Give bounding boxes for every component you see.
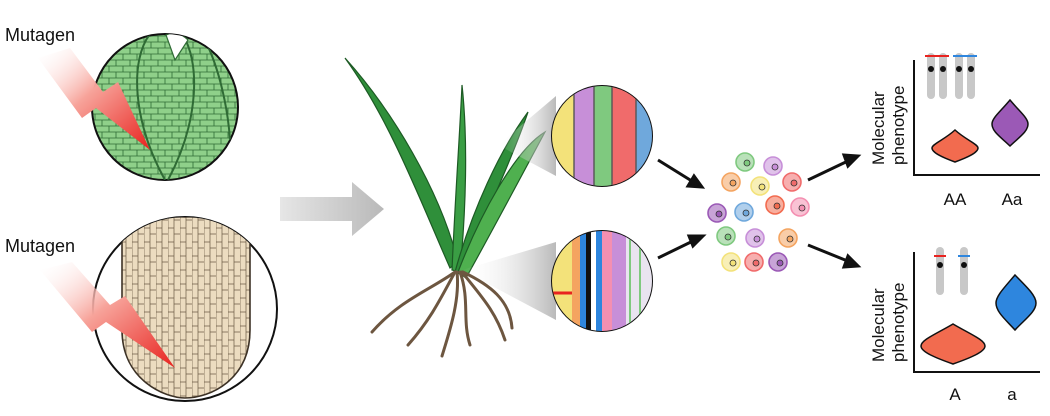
single-cell	[745, 228, 765, 248]
root-lightning-icon	[40, 262, 175, 368]
top-plot-y-label-line1: Molecular	[869, 91, 888, 165]
mutagen-label-top: Mutagen	[5, 25, 75, 45]
single-cell	[744, 252, 764, 272]
bottom-plot-violin-A	[920, 323, 986, 365]
big-right-arrow	[280, 182, 384, 236]
bottom-plot-x-label-A: A	[949, 385, 961, 404]
single-cell	[790, 197, 810, 217]
root-tip-tissue	[121, 217, 251, 399]
single-cell	[763, 156, 783, 176]
bottom-plot-violin-a	[995, 273, 1037, 332]
top-plot-x-label-Aa: Aa	[1002, 190, 1023, 209]
single-cell	[768, 252, 788, 272]
mutagen-label-bottom: Mutagen	[5, 236, 75, 256]
top-plot-x-label-AA: AA	[944, 190, 967, 209]
bottom-plot-y-label-line1: Molecular	[869, 288, 888, 362]
bottom-phenotype-plot: Molecular phenotype A a	[869, 247, 1040, 404]
top-plot-y-label-line2: phenotype	[889, 86, 908, 165]
bottom-plot-y-label-line2: phenotype	[889, 283, 908, 362]
single-cell	[778, 228, 798, 248]
zoom-cone-leaf	[498, 96, 556, 176]
leaf-left	[344, 57, 459, 269]
zoom-cone-root	[462, 242, 556, 320]
shoot-lightning-icon	[38, 48, 150, 150]
arrows-to-plots	[807, 153, 862, 269]
single-cell	[716, 226, 736, 246]
single-cell	[707, 203, 727, 223]
top-plot-violin-AA	[931, 128, 979, 163]
root-tissue-zoom-circle	[551, 230, 653, 332]
single-cell	[734, 202, 754, 222]
plant-illustration	[344, 57, 547, 358]
shoot-meristem-layers	[136, 34, 231, 180]
shoot-meristem-circle	[91, 33, 239, 181]
bottom-plot-chromosome-icon	[934, 247, 970, 295]
single-cell	[721, 252, 741, 272]
single-cell	[782, 172, 802, 192]
top-phenotype-plot: Molecular phenotype AA Aa	[869, 53, 1040, 209]
single-cell	[721, 172, 741, 192]
single-cell-cluster	[707, 152, 810, 272]
bottom-plot-x-label-a: a	[1007, 385, 1017, 404]
top-plot-axes	[913, 60, 1040, 176]
leaf-middle	[451, 84, 467, 273]
single-cell	[735, 152, 755, 172]
single-cell	[750, 176, 770, 196]
plant-roots	[370, 270, 514, 358]
arrows-to-cells	[657, 158, 707, 260]
top-plot-chromosome-icon	[925, 53, 977, 99]
top-plot-violin-Aa	[991, 98, 1029, 148]
bottom-plot-axes	[913, 252, 1040, 373]
single-cell	[765, 195, 785, 215]
leaf-tissue-zoom-circle	[551, 85, 653, 187]
